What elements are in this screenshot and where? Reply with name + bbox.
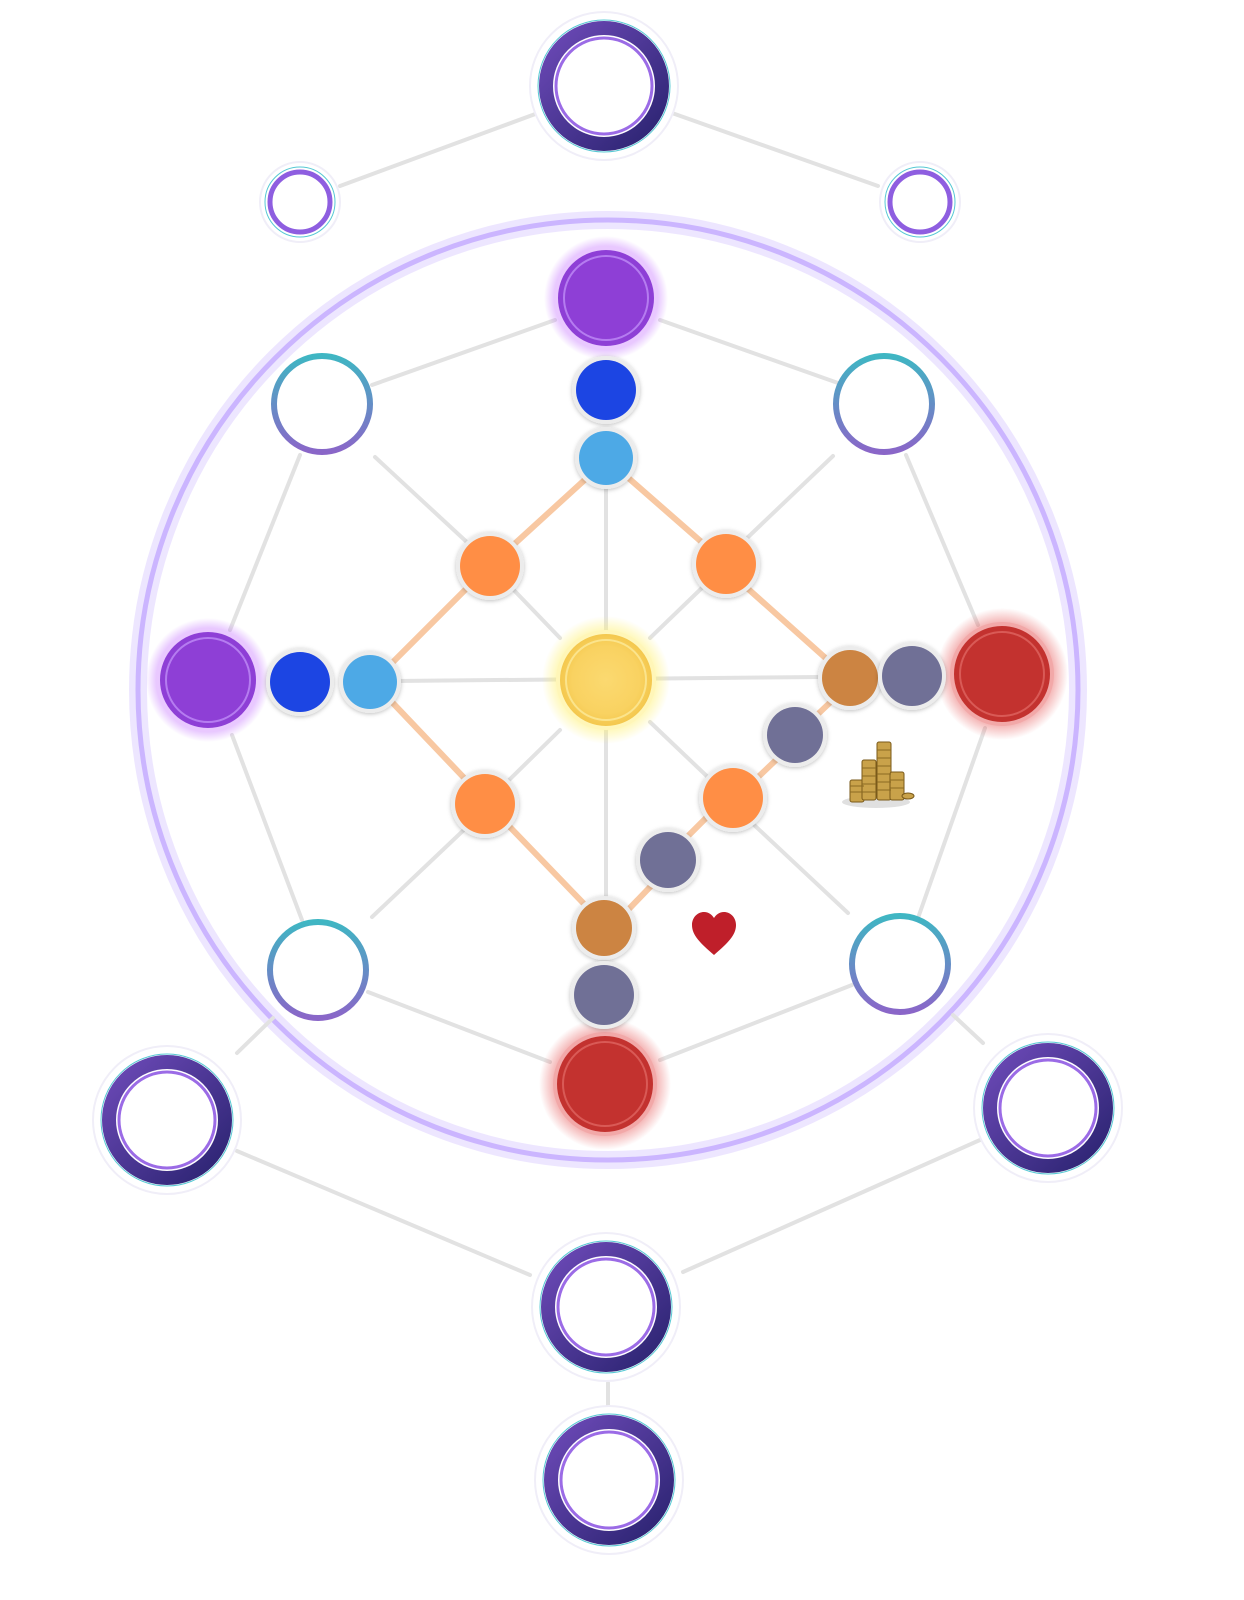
socket-node-bottom-right[interactable] [849, 913, 951, 1015]
boss-node-bottom[interactable] [539, 1018, 671, 1150]
connection-lines [228, 111, 987, 1407]
socket-node-bottom-left[interactable] [267, 919, 369, 1021]
arena-ring [129, 211, 1087, 1169]
boss-node-right[interactable] [936, 608, 1068, 740]
portal-node-bottom-left[interactable] [92, 1045, 242, 1195]
purple-node-top[interactable] [544, 236, 668, 360]
orange-node-upper-right[interactable] [692, 530, 760, 598]
socket-node-top-right[interactable] [833, 353, 935, 455]
light-blue-node-top[interactable] [575, 427, 637, 489]
orange-node-lower-right[interactable] [699, 764, 767, 832]
slate-node-bottom[interactable] [570, 961, 638, 1029]
bronze-node-bottom[interactable] [572, 896, 636, 960]
light-blue-node-left[interactable] [339, 651, 401, 713]
portal-node-bottom[interactable] [534, 1405, 684, 1555]
blue-node-left[interactable] [266, 648, 334, 716]
portal-node-lower[interactable] [531, 1232, 681, 1382]
blue-node-top[interactable] [572, 356, 640, 424]
start-node-center[interactable] [542, 616, 670, 744]
orange-node-lower-left[interactable] [451, 770, 519, 838]
portal-node-bottom-right[interactable] [973, 1033, 1123, 1183]
slate-node-right[interactable] [878, 642, 946, 710]
socket-node-top-left[interactable] [271, 353, 373, 455]
heart-icon[interactable] [692, 912, 736, 955]
portal-node-small-right[interactable] [879, 161, 961, 243]
portal-node-top[interactable] [529, 11, 679, 161]
orange-node-upper-left[interactable] [456, 532, 524, 600]
portal-node-small-left[interactable] [259, 161, 341, 243]
purple-node-left[interactable] [146, 618, 270, 742]
bronze-node-right[interactable] [818, 646, 882, 710]
slate-node-diagonal-2[interactable] [636, 828, 700, 892]
path-lines [387, 472, 841, 915]
slate-node-diagonal-1[interactable] [763, 703, 827, 767]
coins-stack-icon[interactable] [842, 741, 915, 808]
